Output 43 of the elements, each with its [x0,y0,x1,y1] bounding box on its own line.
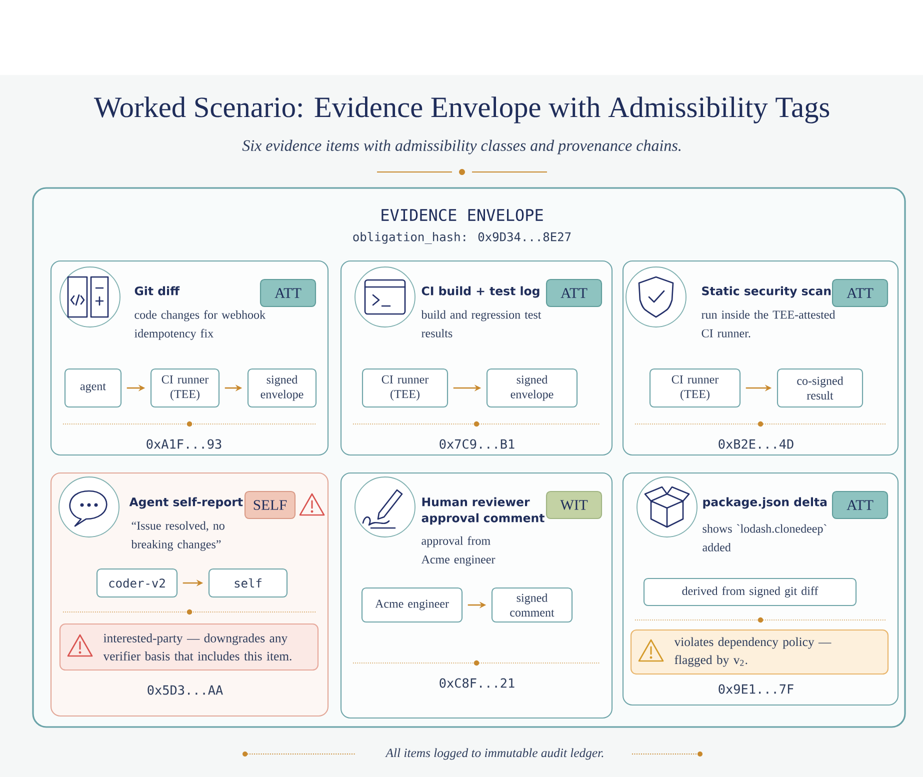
hash-value: 0xA1F...93 [146,439,222,449]
card-heading: package.json delta [703,497,827,509]
card-heading: CI build + test log [422,286,540,298]
class-badge: WIT [546,490,602,520]
provenance-box: CI runner (TEE) [362,368,448,408]
class-badge: ATT [832,490,888,520]
card-heading: Static security scan [702,286,831,298]
envelope-heading: EVIDENCE ENVELOPE [382,208,543,222]
card-description: approval from Acme engineer [421,536,496,566]
obligation-hash: obligation_hash: 0x9D34...8E27 [353,232,571,244]
provenance-box: Acme engineer [361,587,463,623]
provenance-box: signed envelope [247,368,317,408]
hash-value: 0x9E1...7F [718,684,794,694]
card-heading: Git diff [134,286,180,296]
provenance-box: signed comment [491,587,573,623]
card-description: code changes for webhook idempotency fix [134,310,266,340]
provenance-box: self [208,568,288,598]
provenance-box: signed envelope [486,368,578,408]
hash-value: 0xB2E...4D [718,439,794,449]
provenance-box: agent [64,368,122,408]
card-heading: Human reviewer approval comment [422,497,544,525]
footer-note: All items logged to immutable audit ledger. [385,748,604,760]
card-description: build and regression test results [421,310,542,338]
warning-box: violates dependency policy — flagged by v$_{2}$. [630,629,889,675]
provenance-box: co-signed result [776,368,864,408]
card-heading: Agent self-report [129,497,243,509]
provenance-box: CI runner (TEE) [649,368,741,408]
provenance-box: derived from signed git diff [643,578,857,606]
provenance-box: CI runner (TEE) [150,368,220,408]
card-description: run inside the TEE-attested CI runner. [702,310,836,338]
hash-value: 0xC8F...21 [440,678,514,688]
provenance-box: coder-v2 [96,568,178,598]
hash-value: 0x7C9...B1 [440,439,514,449]
class-badge: ATT [832,278,888,308]
subtitle: Six evidence items with admissibility classes and provenance chains. [242,140,680,154]
class-badge: ATT [260,278,316,308]
warning-box: interested-party — downgrades any verifier basis that includes this item. [59,623,319,671]
card-description: shows `lodash.clonedeep` added [702,524,826,552]
class-badge: ATT [546,278,602,308]
card-description: “Issue resolved, no breaking changes” [131,521,224,551]
class-badge: SELF [244,490,296,520]
title: Worked Scenario: Evidence Envelope with Admissibility Tags [94,96,830,124]
hash-value: 0x5D3...AA [148,685,223,695]
